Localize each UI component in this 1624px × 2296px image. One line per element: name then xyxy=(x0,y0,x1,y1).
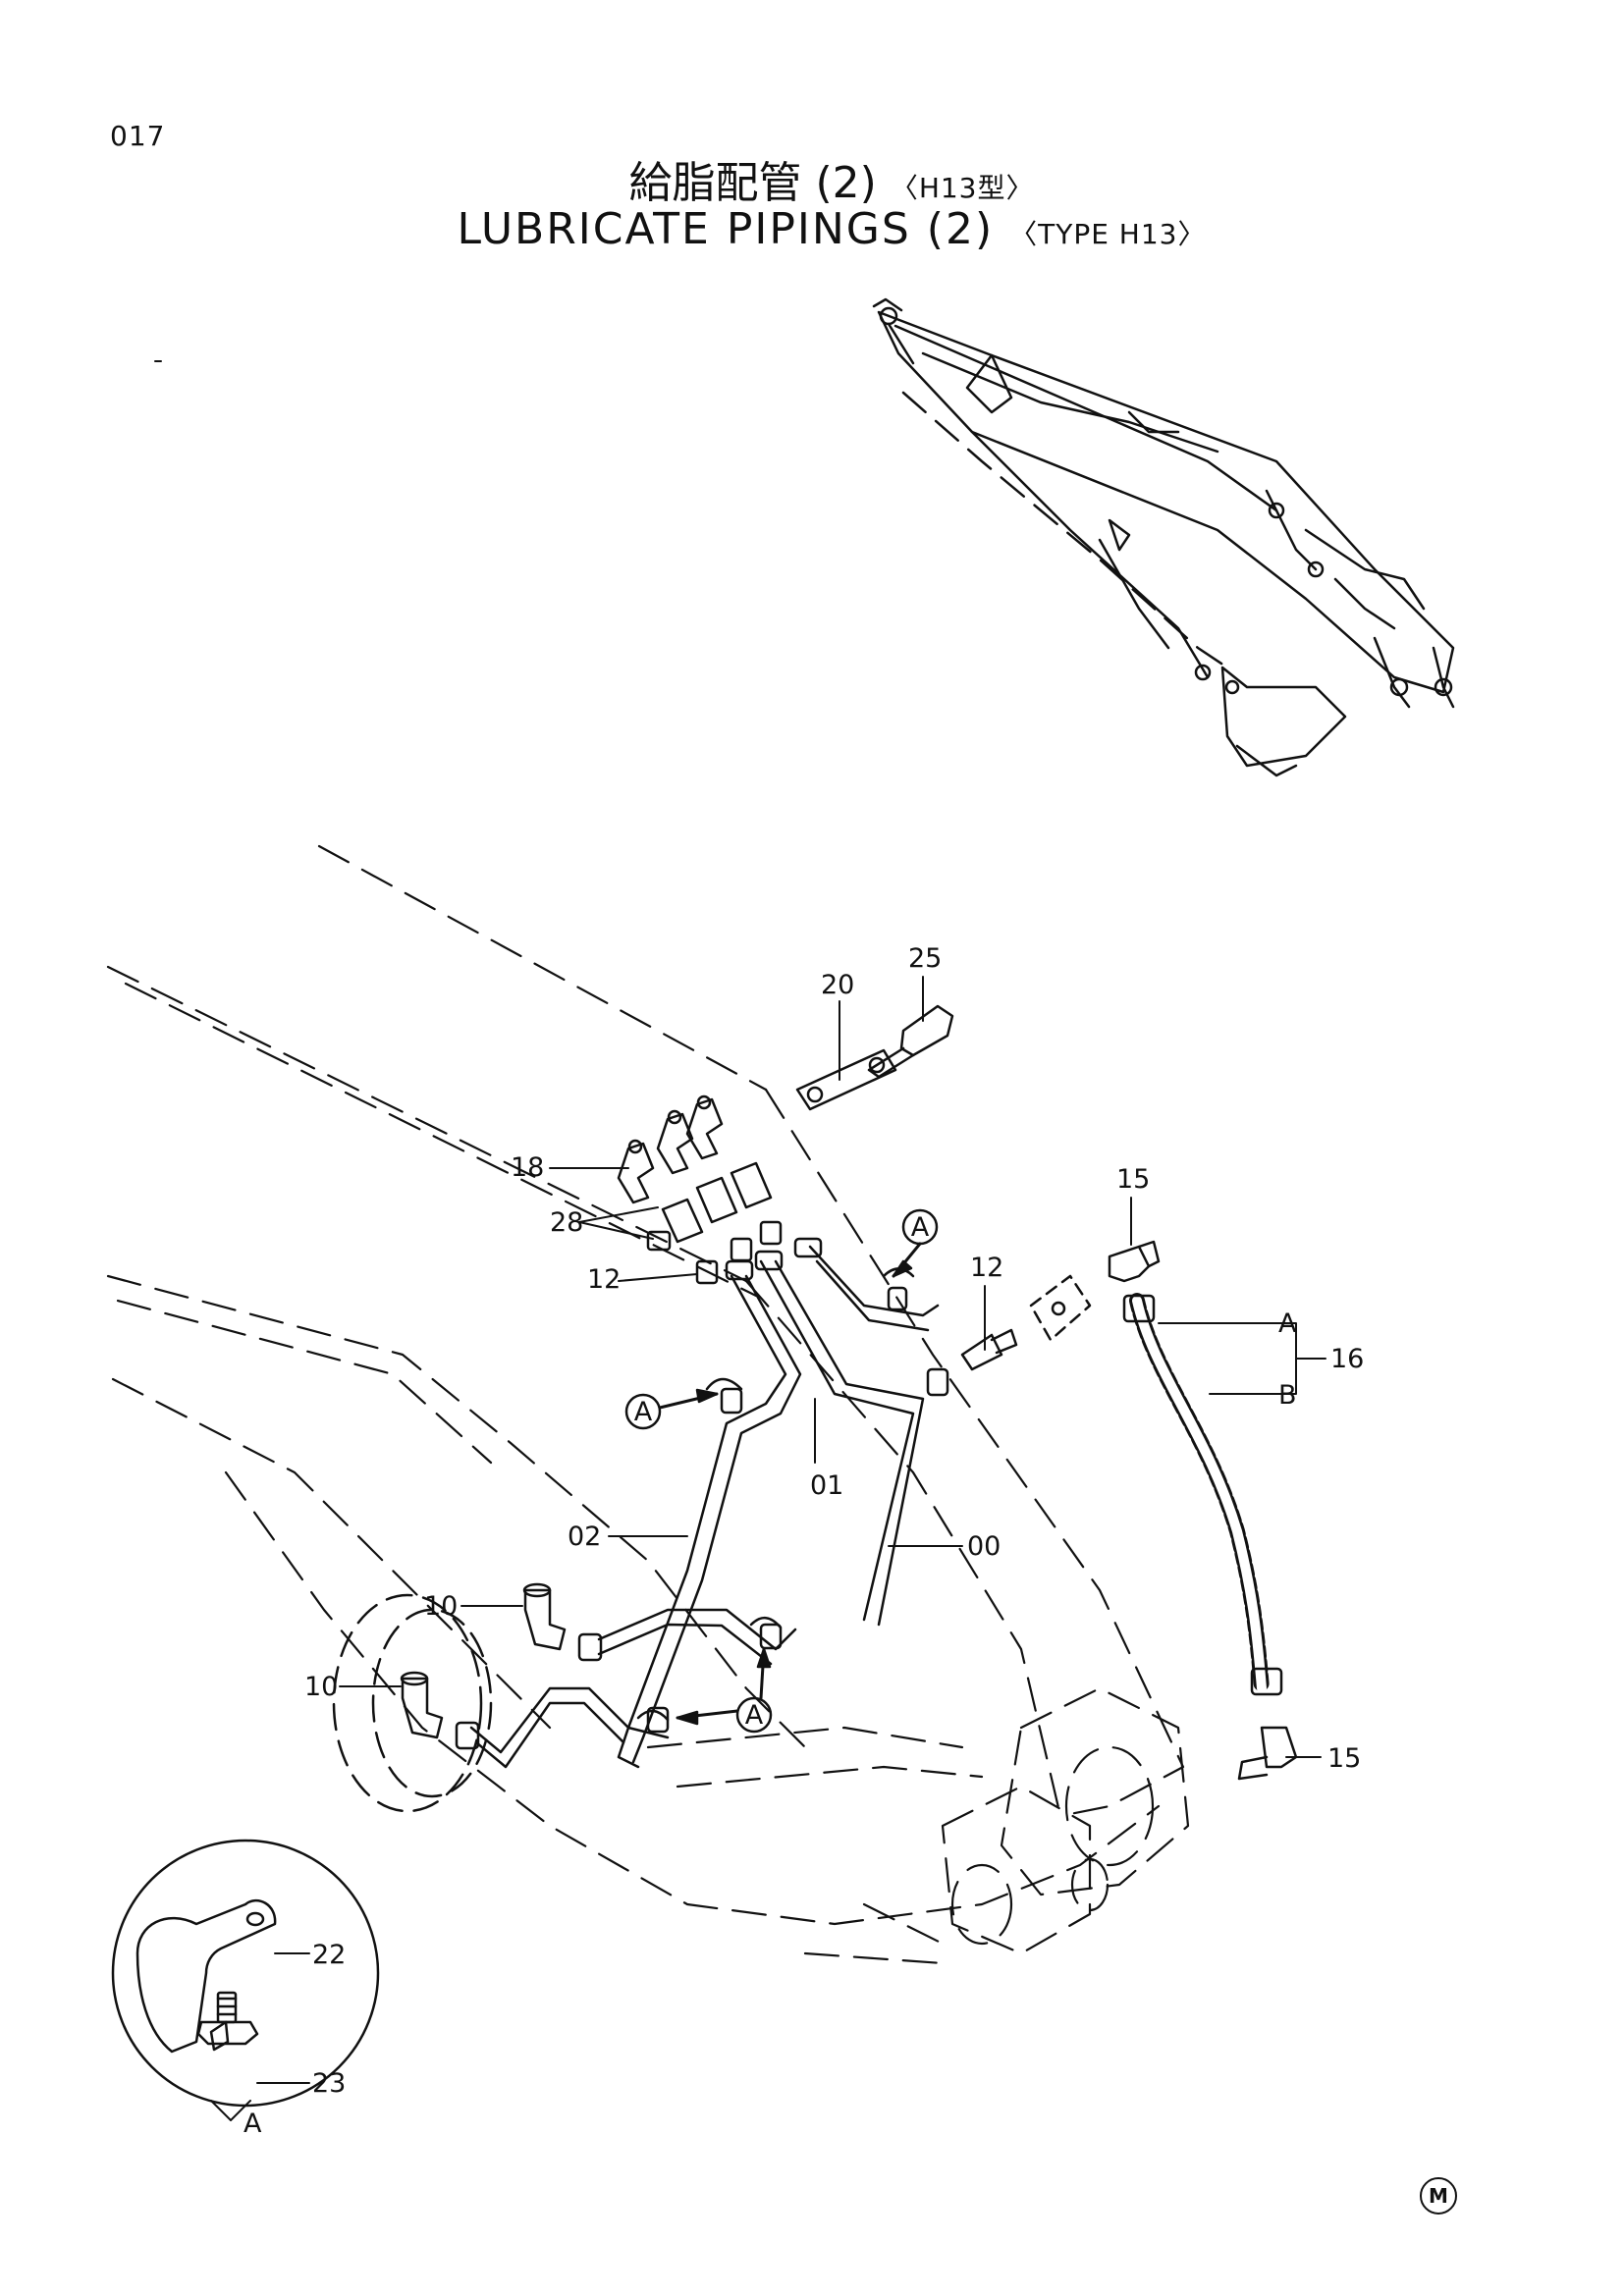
callout-20: 20 xyxy=(821,970,854,1000)
clamp-marker-1: A xyxy=(892,1208,939,1278)
detail-a-inset xyxy=(111,1839,380,2121)
svg-text:A: A xyxy=(745,1700,764,1731)
svg-text:A: A xyxy=(634,1397,653,1427)
hose-16 xyxy=(1122,1293,1283,1696)
title-jp-main: 給脂配管 (2) xyxy=(628,158,877,208)
clamp-marker-3: A xyxy=(676,1647,773,1734)
callout-23: 23 xyxy=(312,2068,346,2099)
footer-circle-mark: M xyxy=(1420,2177,1457,2215)
leader-lines xyxy=(339,976,1326,1758)
page-number: 017 xyxy=(110,120,166,152)
callout-18: 18 xyxy=(511,1152,544,1183)
bolt-25 xyxy=(867,1004,954,1079)
callout-00: 00 xyxy=(967,1531,1001,1562)
title-en-type: 〈TYPE H13〉 xyxy=(1009,218,1207,250)
elbow-15-upper xyxy=(1108,1240,1161,1283)
callout-22: 22 xyxy=(312,1940,346,1970)
title-english: LUBRICATE PIPINGS (2) 〈TYPE H13〉 xyxy=(0,204,1624,254)
callout-10-upper: 10 xyxy=(424,1591,458,1622)
elbow-15-lower xyxy=(1237,1726,1298,1781)
svg-text:A: A xyxy=(911,1212,930,1243)
callout-01: 01 xyxy=(810,1470,843,1501)
boom-outline xyxy=(106,844,1190,1965)
hose-end-a: A xyxy=(1278,1308,1297,1339)
pipe-01 xyxy=(759,1259,925,1627)
pin-boss-circle xyxy=(332,1593,493,1813)
clamps xyxy=(636,1267,915,1722)
title-en-main: LUBRICATE PIPINGS (2) xyxy=(457,204,995,254)
adapter-12-right xyxy=(960,1274,1092,1371)
grease-nipple-18 xyxy=(617,1095,724,1204)
callout-25: 25 xyxy=(908,943,942,974)
title-jp-type: 〈H13型〉 xyxy=(890,172,1035,204)
pipe-fittings xyxy=(455,1237,949,1750)
pipe-lower-left xyxy=(469,1608,797,1769)
overview-boom-arm-illustration xyxy=(872,297,1455,777)
plate-20 xyxy=(795,1048,897,1111)
callout-02: 02 xyxy=(568,1522,601,1552)
callout-12-right: 12 xyxy=(970,1253,1003,1283)
callout-28: 28 xyxy=(550,1207,583,1238)
connector-28 xyxy=(646,1161,773,1252)
hose-end-b: B xyxy=(1278,1380,1297,1411)
callout-10-lower: 10 xyxy=(304,1672,338,1702)
adapter-12-upper xyxy=(695,1220,783,1285)
fitting-10-lower xyxy=(400,1671,444,1739)
callout-15-lower: 15 xyxy=(1327,1743,1361,1774)
title-japanese: 給脂配管 (2) 〈H13型〉 xyxy=(0,147,1624,210)
callout-12-left: 12 xyxy=(587,1264,621,1295)
fitting-10-upper xyxy=(522,1582,567,1651)
callout-15-upper: 15 xyxy=(1116,1164,1150,1195)
detail-a-label: A xyxy=(244,2109,262,2139)
clamp-marker-2: A xyxy=(624,1388,719,1430)
callout-16: 16 xyxy=(1330,1344,1364,1374)
pipe-02 xyxy=(617,1274,802,1769)
